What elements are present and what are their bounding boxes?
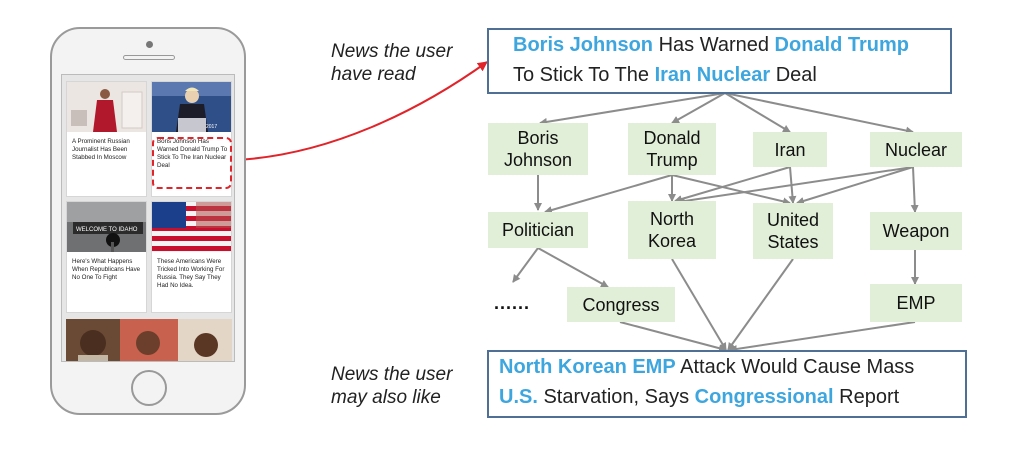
node-label: Nuclear <box>884 139 948 160</box>
edge-politician-ellipsis <box>512 247 539 283</box>
node-united-states: United States <box>753 203 833 259</box>
node-boris-johnson: Boris Johnson <box>488 123 588 175</box>
read-news-line: Boris Johnson Has Warned Donald Trump <box>495 30 944 60</box>
red-arrow <box>235 61 488 161</box>
node-label: Boris <box>517 128 559 148</box>
node-label: North <box>649 209 694 229</box>
speaker-icon <box>123 55 175 60</box>
recommended-news-line: U.S. Starvation, Says Congressional Repo… <box>495 382 959 412</box>
node-emp: EMP <box>870 284 962 322</box>
edge-nuclear-unitedstates <box>796 166 914 205</box>
news-caption: Boris Johnson Has Warned Donald Trump To… <box>157 138 228 169</box>
highlighted-entity: Iran Nuclear <box>654 64 771 86</box>
news-caption: Here's What Happens When Republicans Hav… <box>72 258 141 281</box>
read-news-box: Boris Johnson Has Warned Donald Trump To… <box>487 28 952 94</box>
edge-emp-bottom <box>729 321 916 353</box>
edge-politician-congress <box>537 247 609 288</box>
edge-northkorea-bottom <box>671 258 727 351</box>
idaho-sign-image: WELCOME TO IDAHO <box>67 202 146 252</box>
american-flag-image <box>152 202 231 252</box>
news-caption: These Americans Were Tricked Into Workin… <box>157 258 225 289</box>
node-label: Congress <box>582 294 660 315</box>
headline-text: Report <box>833 386 900 408</box>
recommended-news-line: North Korean EMP Attack Would Cause Mass <box>495 352 959 382</box>
node-iran: Iran <box>753 132 827 167</box>
edge-nuclear-weapon <box>910 166 919 213</box>
headline-text: Attack Would Cause Mass <box>675 356 915 378</box>
news-thumbnail <box>67 82 146 132</box>
edge-trump-unitedstates <box>671 174 791 206</box>
edge-top-iran <box>724 92 791 133</box>
node-nuclear: Nuclear <box>870 132 962 167</box>
home-button[interactable] <box>131 370 167 406</box>
node-donald-trump: Donald Trump <box>628 123 716 175</box>
read-news-line: To Stick To The Iran Nuclear Deal <box>495 60 944 90</box>
edge-top-nuclear <box>724 92 914 135</box>
node-label: States <box>767 232 819 252</box>
edge-nuclear-northkorea <box>677 166 914 205</box>
news-card[interactable]: These Americans Were Tricked Into Workin… <box>151 201 232 313</box>
camera-icon <box>146 41 153 48</box>
news-card[interactable] <box>66 319 232 361</box>
edge-congress-bottom <box>619 321 727 353</box>
news-thumbnail: WELCOME TO IDAHO <box>67 202 146 252</box>
node-north-korea: North Korea <box>628 201 716 259</box>
highlighted-entity: Boris Johnson <box>513 34 654 56</box>
label-line: have read <box>331 64 416 85</box>
node-politician: Politician <box>488 212 588 248</box>
headline-text: Has Warned <box>653 34 775 56</box>
read-news-label: News the user have read <box>331 40 452 86</box>
node-congress: Congress <box>567 287 675 322</box>
read-article-highlight <box>152 137 232 189</box>
news-thumbnail <box>152 202 231 252</box>
edge-iran-northkorea <box>674 166 791 203</box>
node-weapon: Weapon <box>870 212 962 250</box>
more-nodes-ellipsis: ...... <box>494 293 531 313</box>
recommended-news-box: North Korean EMP Attack Would Cause Mass… <box>487 350 967 418</box>
headline-text: Deal <box>770 64 817 86</box>
edge-top-boris <box>539 92 726 126</box>
news-thumbnail: 2017 <box>152 82 231 132</box>
liked-news-label: News the user may also like <box>331 363 452 409</box>
highlighted-entity: U.S. <box>499 386 538 408</box>
news-card[interactable]: WELCOME TO IDAHO Here's What Happens Whe… <box>66 201 147 313</box>
node-label: Trump <box>646 150 698 170</box>
edge-unitedstates-bottom <box>727 258 794 351</box>
woman-red-dress-image <box>67 82 146 132</box>
node-label: Iran <box>774 139 806 160</box>
news-card[interactable]: A Prominent Russian Journalist Has Been … <box>66 81 147 197</box>
svg-text:2017: 2017 <box>206 124 217 130</box>
svg-text:WELCOME TO IDAHO: WELCOME TO IDAHO <box>76 227 138 233</box>
node-label: Politician <box>501 220 575 240</box>
people-photo-image <box>66 319 232 361</box>
news-caption: A Prominent Russian Journalist Has Been … <box>72 138 130 161</box>
node-label: Weapon <box>882 221 950 241</box>
highlighted-entity: Donald Trump <box>774 34 909 56</box>
label-line: may also like <box>331 387 441 408</box>
boris-johnson-image: 2017 <box>152 82 231 132</box>
headline-text: To Stick To The <box>513 64 655 86</box>
node-label: Johnson <box>503 150 573 170</box>
node-label: EMP <box>896 293 936 313</box>
news-card[interactable]: 2017 Boris Johnson Has Warned Donald Tru… <box>151 81 232 197</box>
node-label: United <box>766 210 820 230</box>
label-line: News the user <box>331 364 453 385</box>
node-label: Korea <box>647 231 697 251</box>
highlighted-entity: North Korean EMP <box>499 356 676 378</box>
highlighted-entity: Congressional <box>694 386 834 408</box>
edge-trump-politician <box>544 174 673 214</box>
headline-text: Starvation, Says <box>537 386 695 408</box>
edge-top-trump <box>671 92 726 124</box>
phone-screen: A Prominent Russian Journalist Has Been … <box>61 74 235 362</box>
label-line: News the user <box>331 41 453 62</box>
node-label: Donald <box>643 128 701 148</box>
